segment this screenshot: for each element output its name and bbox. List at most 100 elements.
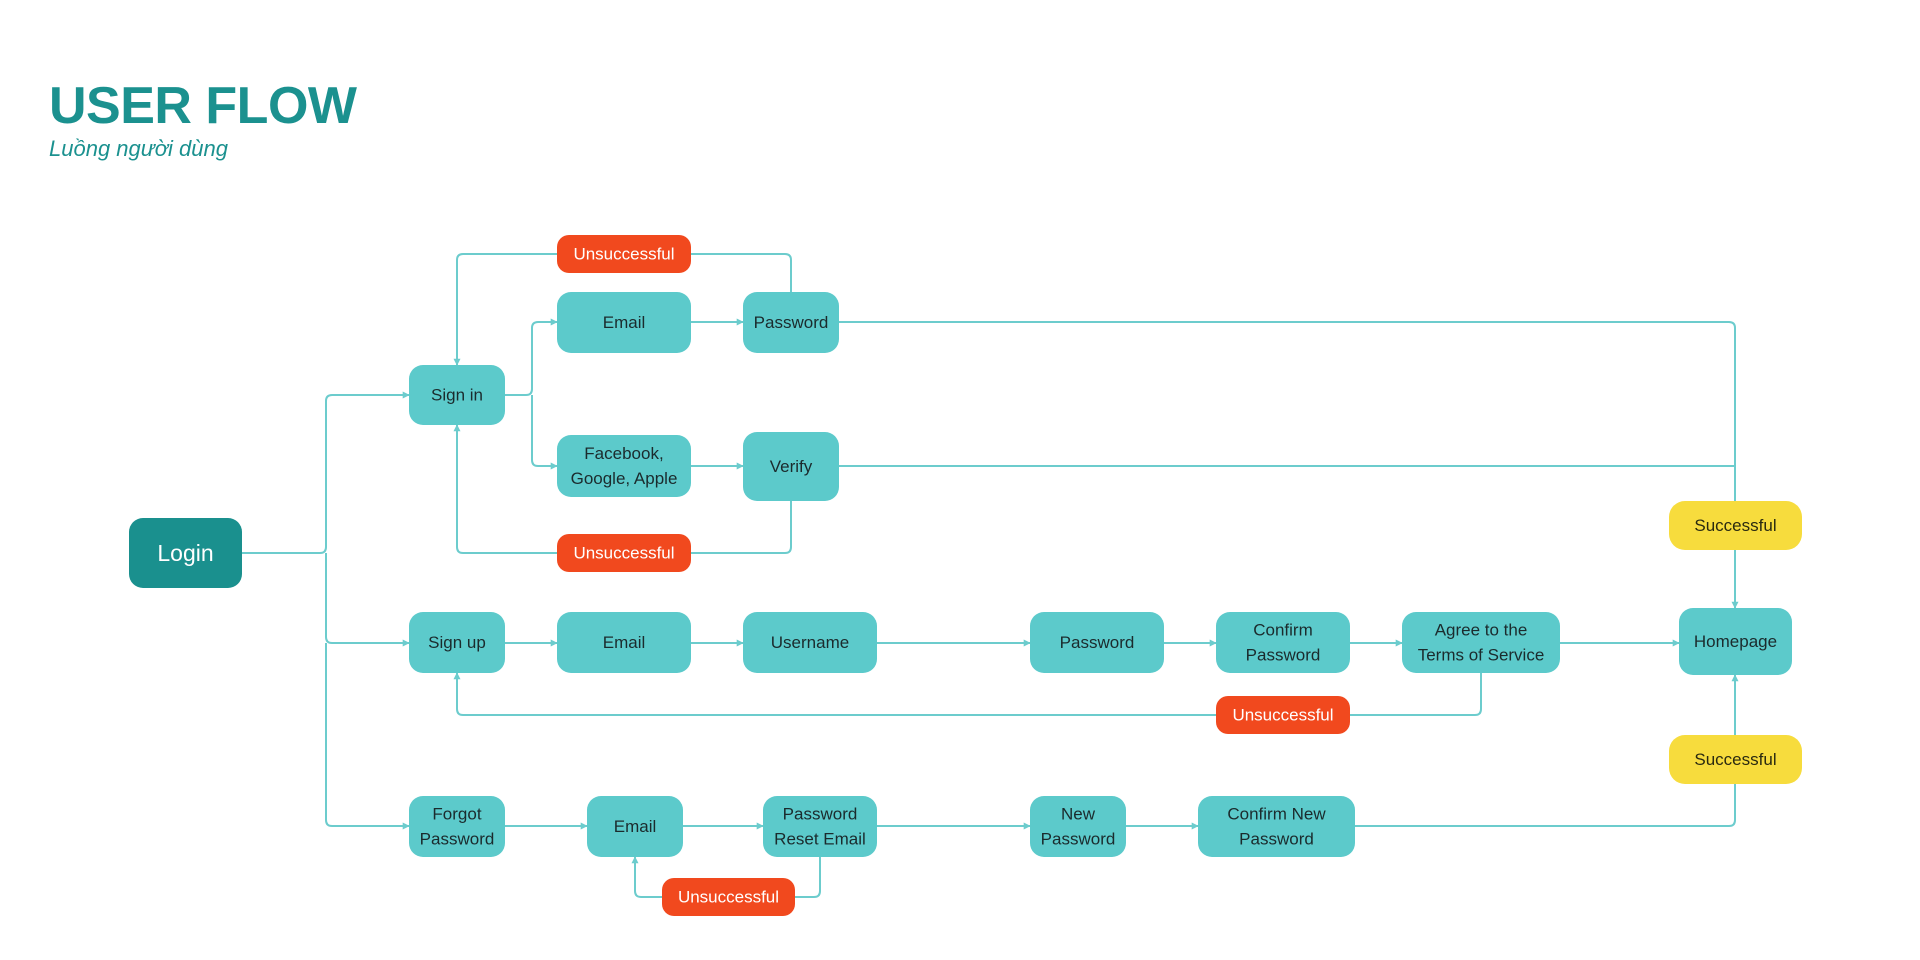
connector-signin-to-email: [505, 318, 558, 396]
flow-node-label: Password: [783, 805, 858, 824]
connector-unsuccessful-to-forgot-email: [631, 856, 662, 898]
flow-node-label: Email: [603, 313, 646, 332]
connector-login-to-signin: [242, 391, 410, 554]
flow-node-box: [1679, 608, 1792, 675]
flow-node-signup-unsuccessful: Unsuccessful: [1216, 696, 1350, 734]
flow-node-forgot-email: Email: [587, 796, 683, 857]
flow-node-box: [1216, 612, 1350, 673]
flow-node-box: [743, 432, 839, 501]
flow-node-label: Unsuccessful: [573, 544, 674, 563]
flow-node-sign-up: Sign up: [409, 612, 505, 673]
flow-node-signin-email: Email: [557, 292, 691, 353]
flow-node-label: Unsuccessful: [1232, 706, 1333, 725]
flow-node-label: Successful: [1694, 750, 1776, 769]
flow-node-box: [743, 292, 839, 353]
flow-node-label: Email: [614, 817, 657, 836]
flow-node-label: Password: [1060, 633, 1135, 652]
flow-node-label: Google, Apple: [571, 469, 678, 488]
connector-unsuccessful-to-signin-bottom: [453, 424, 557, 554]
page-subtitle: Luồng người dùng: [49, 136, 228, 161]
connector-unsuccessful-to-signup: [453, 672, 1216, 716]
flow-node-box: [587, 796, 683, 857]
page-title: USER FLOW: [49, 77, 357, 135]
flow-node-box: [1216, 696, 1350, 734]
flow-node-successful-bottom: Successful: [1669, 735, 1802, 784]
connector-login-to-signup: [325, 553, 410, 647]
connector-unsuccessful-to-signin-top: [453, 253, 557, 366]
connector-password-to-successful: [839, 321, 1736, 501]
flow-node-box: [409, 365, 505, 425]
flow-node-box: [763, 796, 877, 857]
flow-node-signin-unsuccessful-top: Unsuccessful: [557, 235, 691, 273]
flow-node-label: Agree to the: [1435, 621, 1528, 640]
flow-node-label: Password: [420, 829, 495, 848]
flow-node-sign-in: Sign in: [409, 365, 505, 425]
flow-node-box: [557, 292, 691, 353]
flow-node-box: [1030, 612, 1164, 673]
diagram-connectors: [242, 253, 1739, 898]
flow-node-box: [557, 534, 691, 572]
connector-terms-to-unsuccessful: [1350, 673, 1482, 716]
flow-node-forgot-unsuccessful: Unsuccessful: [662, 878, 795, 916]
connector-login-to-forgot: [325, 643, 410, 830]
flow-node-login: Login: [129, 518, 242, 588]
flow-node-label: Terms of Service: [1418, 645, 1545, 664]
flow-node-signup-password: Password: [1030, 612, 1164, 673]
flow-node-label: Facebook,: [584, 444, 663, 463]
flow-node-label: Unsuccessful: [678, 888, 779, 907]
flow-node-label: Confirm New: [1227, 805, 1326, 824]
flow-node-box: [409, 796, 505, 857]
flow-node-label: Successful: [1694, 516, 1776, 535]
connector-password-to-unsuccessful: [691, 253, 792, 292]
flow-node-box: [1669, 735, 1802, 784]
flow-node-box: [1402, 612, 1560, 673]
flow-node-box: [662, 878, 795, 916]
flow-node-label: New: [1061, 805, 1096, 824]
flow-node-social: Facebook, Google, Apple: [557, 435, 691, 497]
flow-node-label: Confirm: [1253, 621, 1313, 640]
flow-node-label: Email: [603, 633, 646, 652]
flow-node-label: Sign up: [428, 633, 486, 652]
flow-node-label: Password: [1246, 645, 1321, 664]
flow-node-label: Username: [771, 633, 849, 652]
flow-node-box: [1030, 796, 1126, 857]
flow-node-successful-top: Successful: [1669, 501, 1802, 550]
connector-confirm-new-to-successful: [1355, 784, 1736, 827]
flow-node-label: Forgot: [432, 805, 481, 824]
flow-node-label: Password: [1239, 829, 1314, 848]
flow-node-box: [129, 518, 242, 588]
flow-node-label: Password: [754, 313, 829, 332]
flow-node-label: Unsuccessful: [573, 245, 674, 264]
flow-node-label: Reset Email: [774, 829, 866, 848]
flow-node-box: [743, 612, 877, 673]
flow-node-signup-email: Email: [557, 612, 691, 673]
flow-node-box: [1669, 501, 1802, 550]
flow-node-label: Sign in: [431, 386, 483, 405]
flow-node-box: [557, 235, 691, 273]
flow-node-label: Login: [157, 540, 213, 566]
flow-node-signin-password: Password: [743, 292, 839, 353]
flow-node-label: Homepage: [1694, 632, 1777, 651]
flow-node-box: [1198, 796, 1355, 857]
connector-reset-to-unsuccessful: [795, 857, 821, 898]
flow-node-username: Username: [743, 612, 877, 673]
connector-signin-to-social: [531, 395, 558, 470]
flow-node-signin-unsuccessful-bottom: Unsuccessful: [557, 534, 691, 572]
flow-node-box: [409, 612, 505, 673]
flow-node-box: [557, 612, 691, 673]
flow-node-label: Password: [1041, 829, 1116, 848]
flow-node-label: Verify: [770, 457, 813, 476]
flow-node-box: [557, 435, 691, 497]
header: USER FLOW Luồng người dùng: [49, 77, 357, 162]
connector-verify-to-unsuccessful: [691, 501, 792, 554]
flow-node-verify: Verify: [743, 432, 839, 501]
flow-node-homepage: Homepage: [1679, 608, 1792, 675]
